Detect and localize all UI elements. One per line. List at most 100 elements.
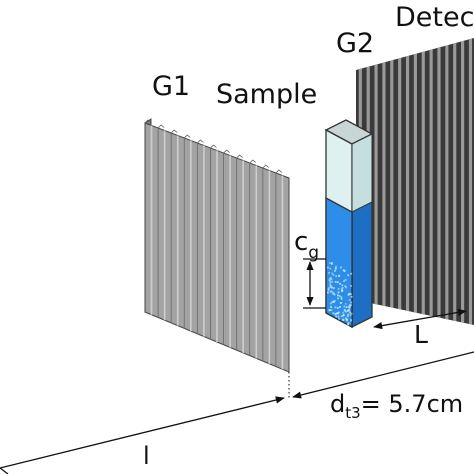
- vial-particle: [350, 301, 353, 304]
- g1-ridge-top: [170, 129, 178, 134]
- vial-particle: [338, 275, 340, 277]
- vial-particle: [337, 294, 339, 297]
- vial-particle: [343, 280, 345, 282]
- vial-particle: [339, 306, 341, 308]
- g1-ridge-top: [144, 119, 152, 124]
- vial-particle: [336, 281, 339, 284]
- vial-particle: [341, 288, 343, 291]
- vial-particle: [344, 285, 347, 288]
- sample-vial: [324, 119, 374, 329]
- vial-particle: [350, 318, 352, 321]
- vial-particle: [349, 293, 352, 295]
- vial-particle: [340, 315, 343, 318]
- vial-particle: [350, 295, 353, 298]
- vial-particle: [342, 319, 345, 321]
- vial-particle: [337, 291, 340, 294]
- vial-particle: [344, 278, 347, 281]
- vial-particle: [330, 278, 333, 281]
- vial-particle: [330, 306, 332, 308]
- vial-particle: [327, 287, 330, 290]
- g2-slat: [429, 49, 433, 317]
- vial-particle: [334, 269, 336, 272]
- vial-particle: [347, 323, 349, 326]
- vial-particle: [332, 312, 335, 314]
- vial-particle: [329, 284, 332, 287]
- vial-particle: [348, 309, 350, 312]
- vial-particle: [328, 279, 331, 282]
- vial-particle: [340, 266, 342, 269]
- l-dimension: [0, 396, 285, 474]
- vial-particle: [327, 291, 329, 294]
- vial-particle: [342, 314, 345, 317]
- vial-particle: [342, 311, 344, 314]
- vial-particle: [341, 290, 344, 292]
- vial-particle: [334, 313, 336, 316]
- vial-particle: [336, 307, 339, 309]
- vial-particle: [347, 310, 349, 312]
- g2-slat: [461, 40, 465, 323]
- vial-particle: [332, 300, 335, 303]
- vial-particle: [334, 306, 337, 309]
- vial-particle: [328, 309, 331, 311]
- vial-particle: [339, 302, 342, 304]
- g1-ridge-top: [223, 149, 230, 154]
- vial-particle: [344, 303, 347, 305]
- vial-particle: [335, 315, 338, 318]
- vial-particle: [327, 288, 330, 291]
- vial-particle: [345, 310, 347, 313]
- vial-particle: [334, 281, 337, 283]
- g1-ridge-top: [249, 159, 256, 164]
- vial-particle: [329, 278, 331, 280]
- vial-particle: [350, 285, 352, 287]
- L-label: L: [414, 320, 428, 349]
- vial-particle: [337, 312, 340, 315]
- vial-particle: [329, 267, 332, 270]
- sample-label: Sample: [216, 79, 317, 110]
- g2-label: G2: [336, 28, 374, 59]
- g2-slat: [390, 59, 394, 308]
- vial-particle: [347, 305, 350, 308]
- g2-slat: [453, 42, 457, 322]
- vial-particle: [349, 314, 352, 317]
- g1-grating: [144, 118, 290, 373]
- dt3-label: dt3= 5.7cm: [330, 390, 463, 422]
- vial-particle: [338, 295, 341, 297]
- g2-slat: [374, 64, 378, 305]
- vial-particle: [334, 300, 336, 302]
- vial-liquid: [325, 196, 353, 329]
- g2-detector-grating: [356, 38, 474, 325]
- vial-particle: [331, 280, 334, 283]
- vial-particle: [345, 286, 348, 289]
- L-dimension: [373, 308, 467, 330]
- vial-particle: [329, 286, 332, 289]
- vial-particle: [330, 309, 333, 311]
- vial-particle: [336, 312, 339, 315]
- vial-particle: [333, 287, 335, 289]
- g1-ridge-top: [197, 139, 204, 144]
- vial-particle: [350, 272, 353, 275]
- g2-grating-slats: [358, 38, 473, 325]
- g1-label: G1: [152, 71, 190, 102]
- detector-label: Detec: [395, 2, 474, 33]
- g1-ridge-top: [275, 169, 283, 174]
- g2-slat: [468, 38, 473, 325]
- vial-particle: [347, 274, 349, 277]
- vial-particles: [327, 262, 353, 326]
- vial-particle: [350, 312, 353, 315]
- g2-slat: [405, 55, 410, 312]
- vial-particle: [345, 318, 348, 321]
- cg-dimension: [303, 258, 326, 309]
- g1-ridge-top: [157, 124, 165, 129]
- vial-particle: [329, 281, 332, 284]
- vial-particle: [327, 266, 329, 269]
- vial-particle: [329, 262, 331, 264]
- vial-particle: [344, 309, 346, 312]
- vial-particle: [335, 275, 338, 277]
- g2-slat: [445, 44, 449, 320]
- vial-particle: [340, 297, 343, 300]
- vial-particle: [347, 293, 350, 296]
- vial-particle: [340, 296, 343, 299]
- vial-particle: [332, 274, 335, 276]
- vial-particle: [337, 288, 340, 290]
